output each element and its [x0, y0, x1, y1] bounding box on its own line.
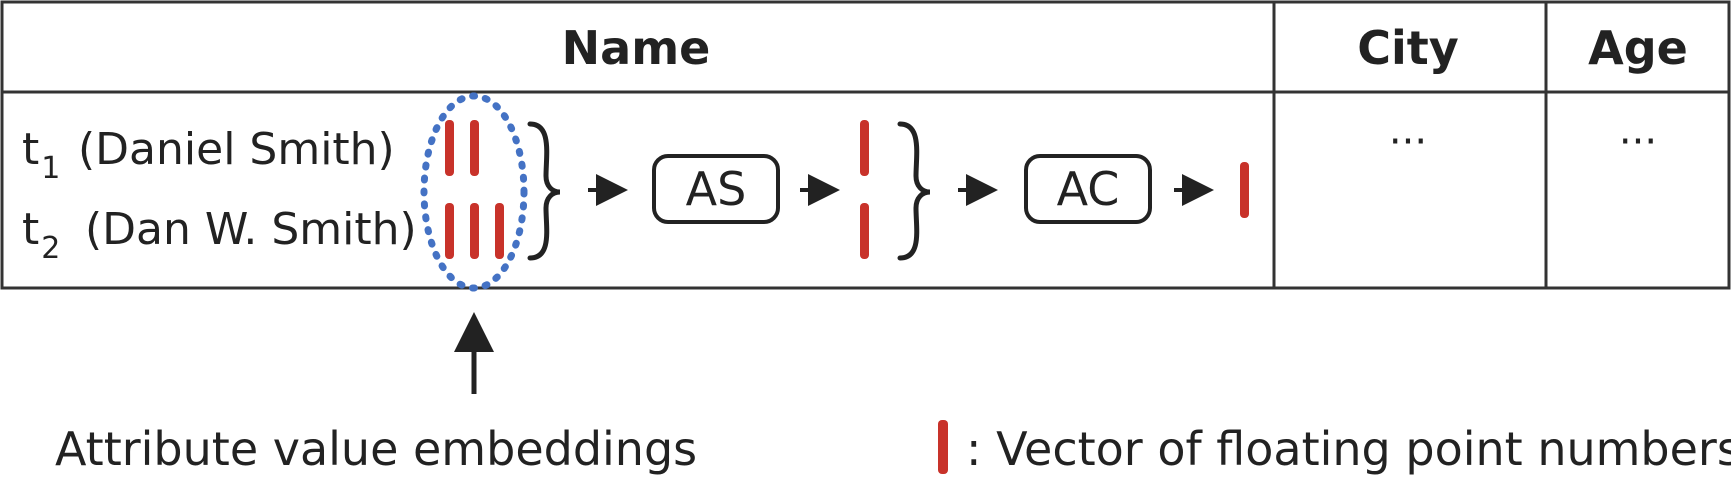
age-cell-ellipsis: ··· [1619, 119, 1657, 165]
embeddings-t2 [445, 203, 504, 259]
legend: : Vector of floating point numbers [938, 420, 1731, 476]
brace-group-2 [897, 121, 931, 261]
vector-bar [470, 120, 479, 176]
embeddings-t1 [445, 120, 479, 176]
vector-bar [495, 203, 504, 259]
tuple-value-t2: (Dan W. Smith) [85, 204, 417, 255]
tuple-subscript: 1 [41, 151, 60, 186]
embeddings-caption: Attribute value embeddings [55, 422, 697, 476]
vector-bar [445, 203, 454, 259]
header-city: City [1357, 21, 1459, 75]
city-cell-ellipsis: ··· [1389, 119, 1427, 165]
table-border [0, 0, 1731, 290]
header-age: Age [1588, 21, 1688, 75]
tuple-label-t1: t1 [22, 124, 60, 186]
as-box-label: AS [686, 162, 747, 216]
vector-bar [860, 120, 869, 176]
tuple-label-t2: t2 [22, 204, 60, 266]
header-name: Name [562, 21, 711, 75]
vector-bar [445, 120, 454, 176]
tuple-value-t1: (Daniel Smith) [78, 124, 395, 175]
legend-vector-swatch [938, 420, 948, 474]
legend-text: : Vector of floating point numbers [966, 422, 1731, 476]
table-grid [0, 0, 1731, 290]
tuple-letter: t [22, 124, 39, 175]
final-vector-bar [1240, 162, 1249, 218]
ac-box: AC [1024, 154, 1152, 224]
brace-group-1 [527, 121, 561, 261]
as-box-frame [652, 154, 780, 224]
as-box: AS [652, 154, 780, 224]
ac-box-frame [1024, 154, 1152, 224]
vector-bar [860, 203, 869, 259]
vector-bar [470, 203, 479, 259]
tuple-letter: t [22, 204, 39, 255]
tuple-subscript: 2 [41, 231, 60, 266]
aggregated-vectors [860, 120, 869, 259]
embeddings-highlight-ellipse [420, 92, 528, 292]
ac-box-label: AC [1057, 162, 1120, 216]
